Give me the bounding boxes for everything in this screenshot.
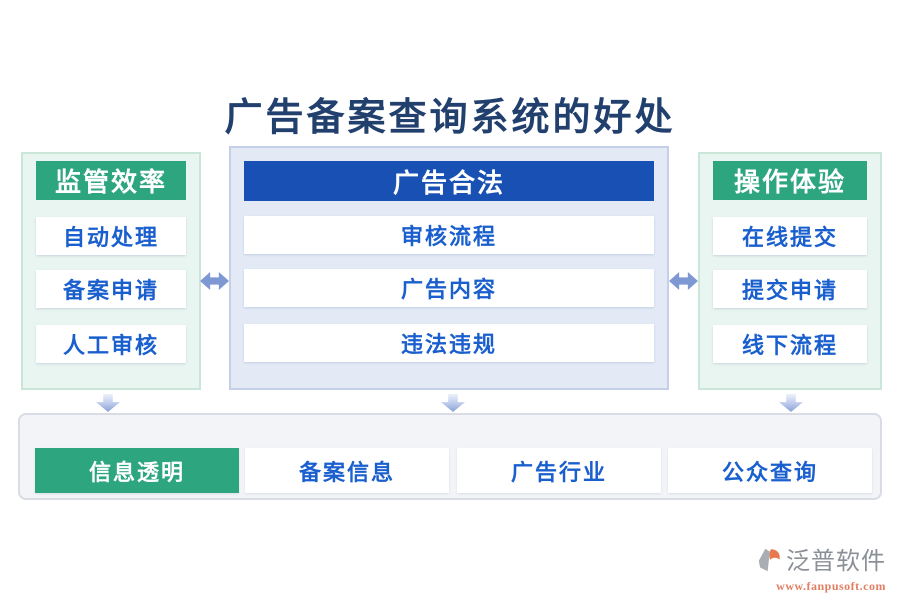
bar-item: 备案信息 bbox=[245, 448, 449, 493]
list-item: 广告内容 bbox=[244, 269, 654, 307]
list-item: 自动处理 bbox=[36, 217, 186, 255]
panel-operation-experience: 操作体验 在线提交 提交申请 线下流程 bbox=[698, 152, 882, 390]
bar-item-highlighted: 信息透明 bbox=[35, 448, 239, 493]
panel-supervision-efficiency: 监管效率 自动处理 备案申请 人工审核 bbox=[21, 152, 201, 390]
list-item: 审核流程 bbox=[244, 216, 654, 254]
fanpu-logo-icon bbox=[755, 546, 783, 578]
page-title: 广告备案查询系统的好处 bbox=[224, 97, 676, 139]
bar-item: 公众查询 bbox=[668, 448, 872, 493]
panel-header: 操作体验 bbox=[713, 161, 867, 200]
list-item: 违法违规 bbox=[244, 324, 654, 362]
bar-item: 广告行业 bbox=[457, 448, 661, 493]
left-right-arrow-icon bbox=[200, 272, 229, 290]
watermark: 泛普软件 www.fanpusoft.com bbox=[755, 546, 886, 592]
list-item: 线下流程 bbox=[713, 325, 867, 363]
list-item: 备案申请 bbox=[36, 270, 186, 308]
list-item: 人工审核 bbox=[36, 325, 186, 363]
panel-ad-legality: 广告合法 审核流程 广告内容 违法违规 bbox=[229, 146, 669, 390]
panel-header: 监管效率 bbox=[36, 161, 186, 200]
down-arrow-icon bbox=[96, 394, 120, 412]
down-arrow-icon bbox=[441, 394, 465, 412]
list-item: 在线提交 bbox=[713, 217, 867, 255]
panel-header: 广告合法 bbox=[244, 161, 654, 201]
left-right-arrow-icon bbox=[669, 272, 698, 290]
bottom-bar-information-transparency: 信息透明 备案信息 广告行业 公众查询 bbox=[18, 413, 882, 500]
down-arrow-icon bbox=[779, 394, 803, 412]
watermark-url: www.fanpusoft.com bbox=[776, 579, 886, 593]
watermark-brand: 泛普软件 bbox=[786, 549, 886, 575]
list-item: 提交申请 bbox=[713, 270, 867, 308]
